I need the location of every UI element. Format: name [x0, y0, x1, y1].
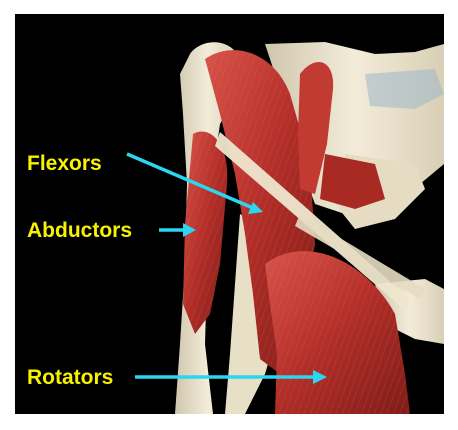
- flexors-label: Flexors: [27, 153, 102, 174]
- hip-muscle-illustration: [15, 14, 444, 414]
- abductors-label: Abductors: [27, 220, 132, 241]
- rotators-label: Rotators: [27, 367, 113, 388]
- anatomy-figure: Flexors Abductors Rotators: [15, 14, 444, 414]
